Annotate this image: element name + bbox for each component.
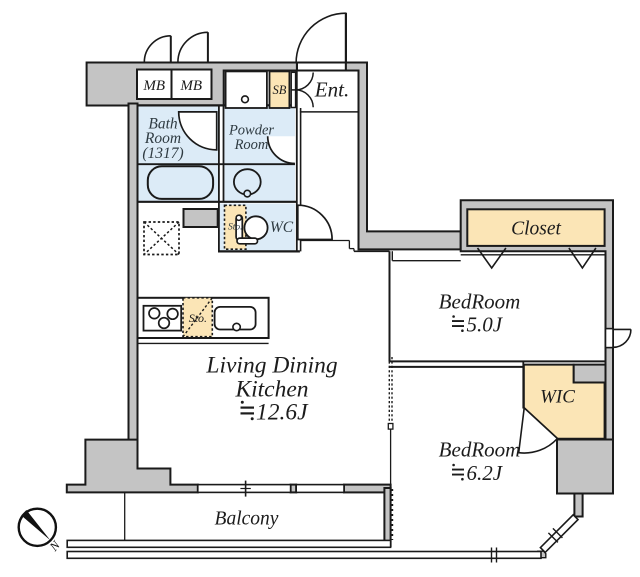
svg-text:Bath: Bath [148,116,178,133]
svg-text:SB: SB [272,83,286,97]
svg-text:WC: WC [270,219,294,236]
svg-text:12.6J: 12.6J [256,400,309,426]
svg-text:5.0J: 5.0J [467,313,504,337]
svg-text:6.2J: 6.2J [467,461,504,485]
svg-text:MB: MB [142,78,165,94]
svg-text:Room: Room [234,137,269,153]
svg-text:BedRoom: BedRoom [439,438,521,462]
svg-text:BedRoom: BedRoom [439,290,521,314]
svg-text:Kitchen: Kitchen [234,377,308,403]
svg-text:Closet: Closet [511,219,561,240]
svg-text:Balcony: Balcony [215,509,279,530]
svg-text:Living Dining: Living Dining [205,353,337,379]
svg-text:Sto.: Sto. [189,311,207,325]
svg-text:Room: Room [144,130,181,147]
svg-text:WIC: WIC [540,387,575,408]
svg-text:Sto.: Sto. [228,223,243,233]
svg-text:Powder: Powder [228,123,274,139]
svg-text:MB: MB [179,78,202,94]
svg-text:Ent.: Ent. [314,78,349,102]
svg-text:(1317): (1317) [142,145,183,162]
